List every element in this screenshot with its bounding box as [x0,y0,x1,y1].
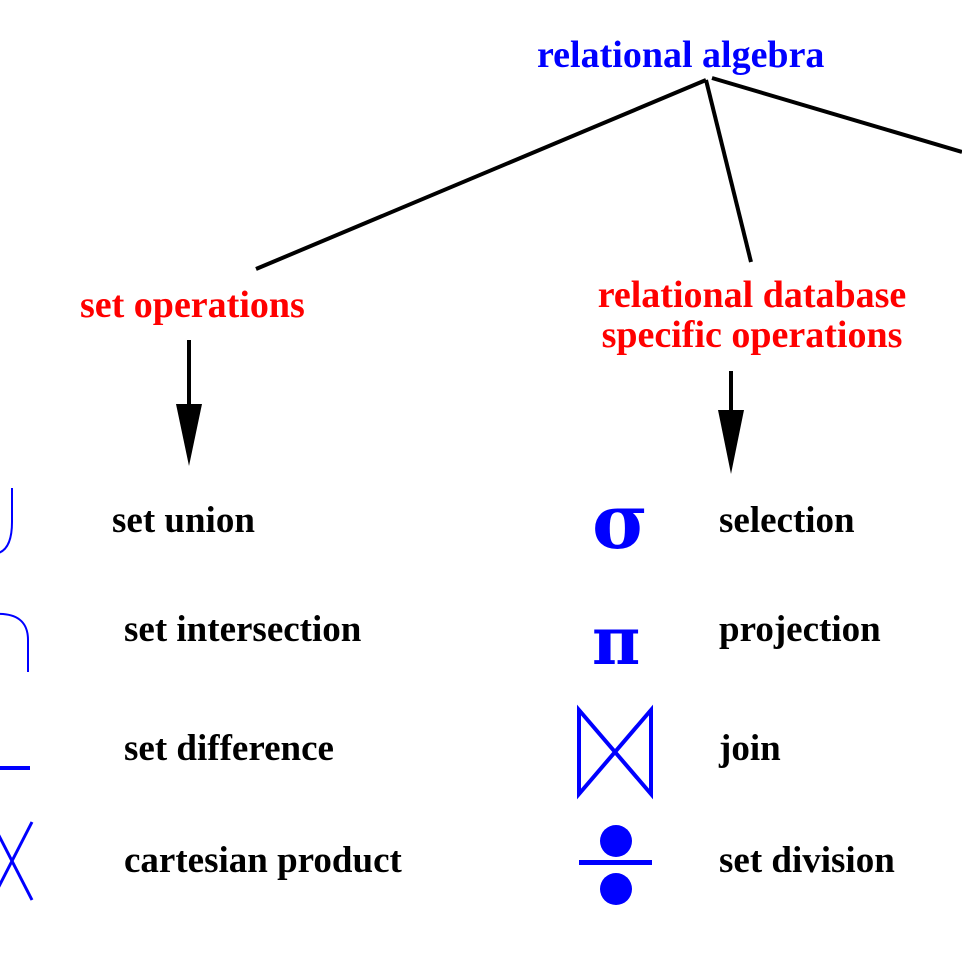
op-set-difference: set difference [124,728,334,769]
op-selection: selection [719,500,855,541]
op-set-intersection: set intersection [124,609,362,650]
edge-root-to-relational-operations [704,79,753,263]
intersection-icon [0,612,29,672]
category-relational-operations: relational database specific operations [556,274,948,356]
op-set-division: set division [719,840,895,881]
category-relational-line1: relational database [597,274,907,316]
edge-root-to-offscreen [711,76,962,154]
division-icon [579,825,652,905]
category-relational-line2: specific operations [601,313,903,356]
category-set-operations: set operations [80,284,305,326]
op-cartesian-product: cartesian product [124,840,402,881]
op-set-union: set union [112,500,255,541]
bowtie-icon [577,704,653,800]
op-projection: projection [719,609,881,650]
diagram-title: relational algebra [537,34,825,76]
sigma-icon: σ [592,477,648,566]
arrow-set-operations [176,340,202,466]
pi-icon: π [592,602,640,680]
op-join: join [719,728,781,769]
product-icon [0,821,34,901]
edge-root-to-set-operations [255,78,707,271]
union-icon [0,488,13,554]
arrow-relational-operations [718,371,744,474]
